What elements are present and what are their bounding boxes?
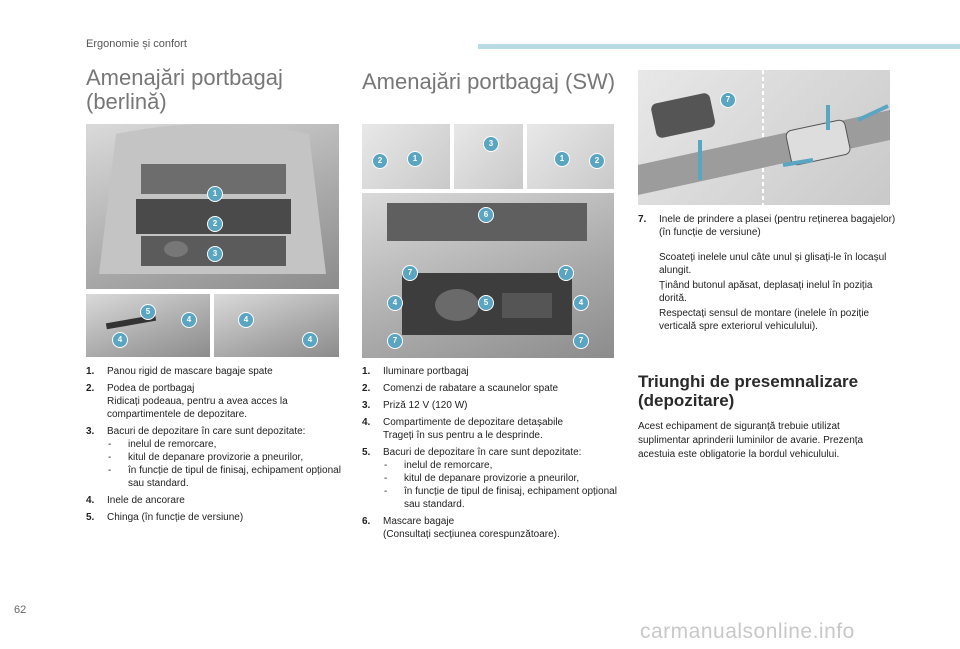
triangle-description: Acest echipament de siguranță trebuie ut…: [638, 421, 864, 460]
triangle-title-line2: (depozitare): [638, 391, 735, 410]
sw-control-photo-left: 2 1: [362, 124, 450, 189]
sw-trunk-photo: 6 7 7 4 5 4 7 7: [362, 193, 614, 358]
list-item: 4.Inele de ancorare: [86, 495, 185, 506]
list-item: 1.Panou rigid de mascare bagaje spate: [86, 366, 273, 377]
middle-title: Amenajări portbagaj (SW): [362, 69, 616, 94]
callout-badge: 1: [407, 151, 423, 167]
callout-badge: 5: [140, 304, 156, 320]
watermark: carmanualsonline.info: [640, 620, 855, 643]
middle-legend: 1.Iluminare portbagaj 2.Comenzi de rabat…: [362, 365, 624, 545]
sedan-strap-photo: 5 4 4: [86, 294, 210, 357]
list-item: 5.Chinga (în funcție de versiune): [86, 512, 244, 523]
triangle-title: Triunghi de presemnalizare (depozitare): [638, 372, 908, 410]
callout-badge: 7: [558, 265, 574, 281]
list-item: 2.Comenzi de rabatare a scaunelor spate: [362, 383, 559, 394]
callout-badge: 2: [589, 153, 605, 169]
sedan-rings-photo: 4 4: [214, 294, 339, 357]
callout-badge: 7: [402, 265, 418, 281]
list-item: 1.Iluminare portbagaj: [362, 366, 469, 377]
page-number: 62: [14, 604, 27, 616]
callout-badge: 4: [573, 295, 589, 311]
list-item: 7.Inele de prindere a plasei (pentru reț…: [638, 214, 896, 238]
callout-badge: 4: [387, 295, 403, 311]
sw-socket-photo: 3: [454, 124, 523, 189]
callout-badge: 1: [554, 151, 570, 167]
sedan-trunk-photo: 1 2 3: [86, 124, 339, 289]
instructions-list: Scoateți inelele unul câte unul și glisa…: [638, 251, 896, 335]
section-label: Ergonomie și confort: [86, 38, 187, 50]
callout-badge: 4: [112, 332, 128, 348]
callout-badge: 4: [181, 312, 197, 328]
left-title-line1: Amenajări portbagaj: [86, 65, 283, 90]
callout-badge: 1: [207, 186, 223, 202]
list-item: 3.Bacuri de depozitare în care sunt depo…: [86, 426, 341, 489]
rail-and-ring-drawing: [638, 70, 890, 205]
callout-badge: 2: [207, 216, 223, 232]
callout-badge: 4: [302, 332, 318, 348]
left-legend: 1.Panou rigid de mascare bagaje spate 2.…: [86, 365, 344, 528]
header-accent-bar: [478, 44, 960, 49]
callout-badge: 6: [478, 207, 494, 223]
instruction-item: Respectați sensul de montare (inelele în…: [659, 308, 870, 332]
list-item: 5.Bacuri de depozitare în care sunt depo…: [362, 447, 617, 510]
instruction-item: Ținând butonul apăsat, deplasați inelul …: [659, 280, 873, 304]
callout-badge: 5: [478, 295, 494, 311]
callout-badge: 3: [483, 136, 499, 152]
callout-badge: 7: [573, 333, 589, 349]
triangle-title-line1: Triunghi de presemnalizare: [638, 372, 859, 391]
callout-badge: 7: [720, 92, 736, 108]
right-item-7: 7.Inele de prindere a plasei (pentru reț…: [638, 213, 896, 243]
left-title-line2: (berlină): [86, 89, 167, 114]
sw-control-photo-right: 1 2: [527, 124, 614, 189]
callout-badge: 3: [207, 246, 223, 262]
callout-badge: 7: [387, 333, 403, 349]
left-title: Amenajări portbagaj (berlină): [86, 66, 336, 114]
list-item: 4.Compartimente de depozitare detașabile…: [362, 417, 564, 441]
list-item: 6.Mascare bagaje(Consultați secțiunea co…: [362, 516, 560, 540]
list-item: 3.Priză 12 V (120 W): [362, 400, 468, 411]
callout-badge: 4: [238, 312, 254, 328]
callout-badge: 2: [372, 153, 388, 169]
net-ring-illustration: 7: [638, 70, 890, 205]
instruction-item: Scoateți inelele unul câte unul și glisa…: [659, 252, 887, 276]
sedan-trunk-illustration: [99, 124, 326, 274]
